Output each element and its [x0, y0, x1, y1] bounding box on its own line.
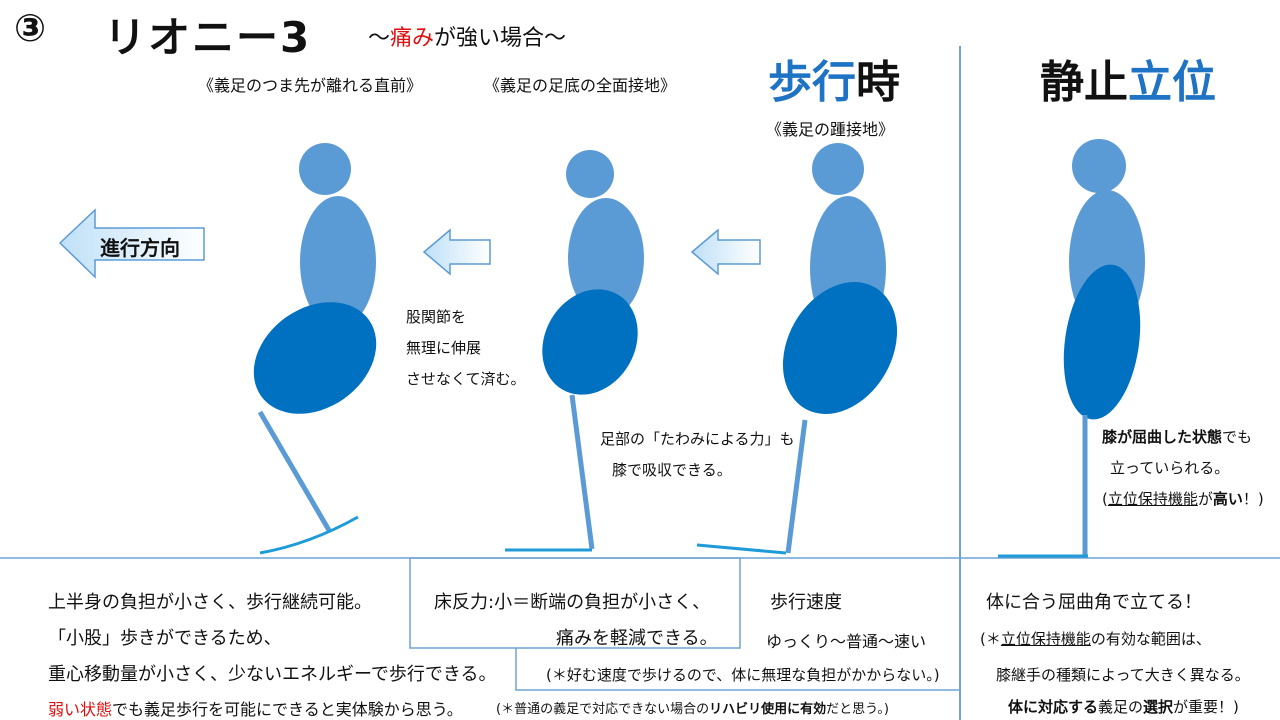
paren-open: (＊ [980, 630, 1001, 648]
slide-number: ③ [14, 6, 47, 50]
slide-title: リオニー3 [104, 13, 312, 62]
floor-force-line1: 床反力:小＝断端の負担が小さく、 [434, 592, 711, 613]
figure-thigh [1063, 264, 1141, 420]
paren-close: ！) [1242, 490, 1264, 508]
header-walking-blue: 歩行 [768, 57, 856, 108]
figure-thigh [253, 302, 377, 414]
standing-col-line2: (＊立位保持機能の有効な範囲は、 [980, 628, 1211, 649]
header-standing: 静止立位 [1040, 46, 1216, 110]
prosthetic-foot [696, 543, 787, 555]
note-rehab-post: だと思う。) [826, 702, 889, 717]
label-flat-foot: 《義足の足底の全面接地》 [484, 76, 677, 95]
standing-function-text: 立位保持機能 [1000, 630, 1091, 648]
prosthetic-shin [785, 419, 808, 554]
figure-thigh [782, 282, 898, 414]
selection-text: 選択 [1143, 698, 1174, 716]
figure-toe-off [253, 143, 377, 555]
walking-speed-range: ゆっくり〜普通〜速い [766, 632, 927, 651]
bottom-col1-line4-rest: でも義足歩行を可能にできると実体験から思う。 [112, 700, 463, 719]
note-rehab-bold: リハビリ使用に有効 [709, 702, 827, 717]
note-hip-line: させなくて済む。 [406, 370, 526, 388]
header-walking: 歩行時 [768, 46, 900, 110]
note-standing-line3: (立位保持機能が高い！) [1102, 484, 1264, 515]
prosthesis-text: 義足の [1098, 698, 1144, 716]
figure-head [566, 150, 614, 198]
particle-text: が [1197, 490, 1213, 508]
direction-arrow-icon [58, 208, 205, 279]
small-arrow-icon-1 [422, 228, 491, 276]
small-arrow-icon-2 [690, 228, 761, 276]
figure-head [299, 143, 351, 195]
free-speed-note-box [515, 648, 960, 691]
paren-open: ( [1102, 490, 1108, 508]
high-text: 高い [1212, 490, 1243, 508]
figure-torso [568, 198, 644, 318]
figure-heel-strike [696, 143, 898, 555]
prosthetic-shin [569, 394, 595, 550]
figure-standing [998, 139, 1145, 558]
note-standing-rest: でも [1222, 428, 1253, 446]
figure-torso [300, 196, 376, 328]
note-rehab-pre: (＊普通の義足で対応できない場合の [496, 702, 710, 717]
figure-head [812, 143, 864, 195]
note-standing: 膝が屈曲した状態でも 立っていられる。 (立位保持機能が高い！) [1102, 422, 1264, 515]
note-hip-line: 股関節を [406, 308, 467, 326]
weak-state-text: 弱い状態 [48, 700, 113, 719]
direction-label: 進行方向 [100, 236, 180, 260]
prosthetic-shin [257, 410, 333, 534]
note-hip: 股関節を 無理に伸展 させなくて済む。 [406, 302, 526, 395]
note-foot-line: 膝で吸収できる。 [612, 461, 732, 479]
floor-force-line2: 痛みを軽減できる。 [556, 628, 718, 649]
note-free-speed: (＊好む速度で歩けるので、体に無理な負担がかからない。) [546, 666, 940, 684]
figure-thigh [542, 289, 638, 395]
label-toe-off: 《義足のつま先が離れる直前》 [198, 76, 423, 95]
bottom-col1-line4: 弱い状態でも義足歩行を可能にできると実体験から思う。 [48, 696, 463, 720]
knee-flexed-text: 膝が屈曲した状態 [1102, 428, 1223, 446]
subtitle-prefix: 〜 [368, 26, 391, 51]
note-foot-line: 足部の「たわみによる力」も [600, 430, 795, 448]
note-foot: 足部の「たわみによる力」も 膝で吸収できる。 [600, 424, 795, 486]
bottom-col1-line3: 重心移動量が小さく、少ないエネルギーで歩行できる。 [48, 664, 497, 685]
note-standing-line2: 立っていられる。 [1110, 459, 1230, 477]
header-walking-black: 時 [856, 57, 900, 108]
label-heel-strike: 《義足の踵接地》 [766, 120, 895, 139]
subtitle-suffix: が強い場合〜 [434, 26, 567, 51]
prosthetic-foot [259, 515, 359, 555]
slide-subtitle: 〜痛みが強い場合〜 [368, 20, 566, 52]
match-body-text: 体に対応する [1008, 698, 1099, 716]
figure-head [1072, 139, 1126, 193]
standing-col-line3: 膝継手の種類によって大きく異なる。 [996, 666, 1250, 684]
header-standing-blue: 立位 [1128, 57, 1216, 108]
figure-flat-foot [505, 150, 644, 552]
bottom-col1-line1: 上半身の負担が小さく、歩行継続可能。 [48, 592, 372, 613]
subtitle-highlight: 痛み [390, 26, 435, 51]
note-standing-line1: 膝が屈曲した状態でも [1102, 422, 1264, 453]
note-hip-line: 無理に伸展 [406, 339, 482, 357]
bottom-col1-line2: 「小股」歩きができるため、 [48, 628, 282, 649]
standing-function-text: 立位保持機能 [1107, 490, 1198, 508]
standing-col-line2-rest: の有効な範囲は、 [1090, 630, 1211, 648]
note-rehab: (＊普通の義足で対応できない場合のリハビリ使用に有効だと思う。) [496, 698, 889, 717]
standing-col-line4: 体に対応する義足の選択が重要！) [1008, 696, 1239, 717]
standing-col-line1: 体に合う屈曲角で立てる！ [986, 592, 1202, 613]
important-text: が重要！) [1173, 698, 1239, 716]
header-standing-black: 静止 [1040, 57, 1128, 108]
floor-force-box [409, 557, 741, 649]
walking-speed-label: 歩行速度 [770, 592, 842, 613]
